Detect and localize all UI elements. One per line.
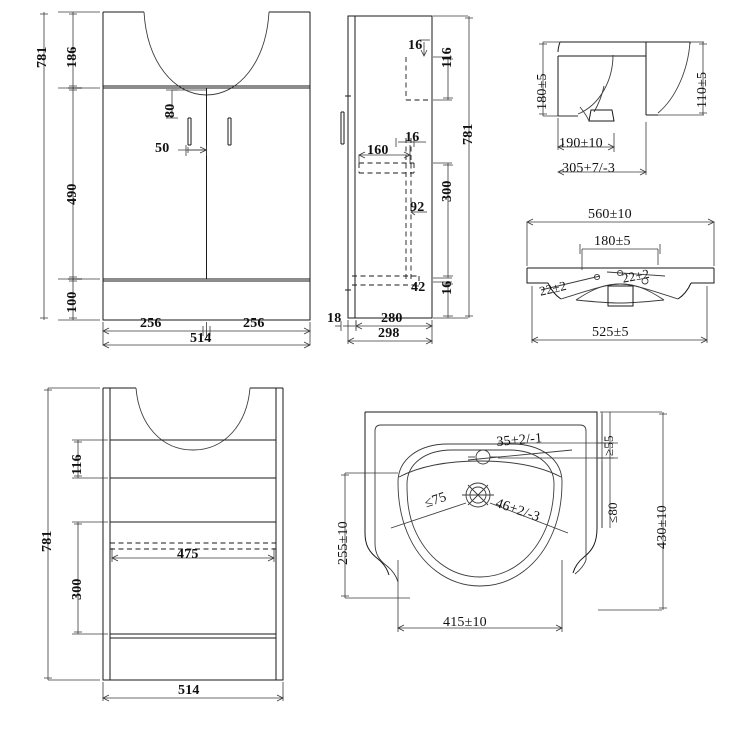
dim-rear-overall-height: 781: [40, 530, 55, 552]
dim-front-overall-width: 514: [190, 331, 212, 346]
dim-plan-overall-depth: 430±10: [655, 505, 670, 549]
dim-rear-upper-shelf-gap: 116: [70, 454, 85, 475]
dim-side-shelf-offset: 16: [405, 130, 420, 145]
dim-basin-front-width: 560±10: [588, 207, 632, 222]
dim-side-overall-height: 781: [461, 123, 476, 145]
dim-rear-min: ≥55: [601, 435, 616, 456]
dim-basin-left-height: 180±5: [535, 73, 550, 110]
dim-right-door-width: 256: [243, 316, 265, 331]
basin-side-section-dimensions: [539, 41, 707, 176]
front-elevation-geometry: [102, 11, 311, 321]
dim-handle-offset-side: 50: [155, 141, 170, 156]
dim-bowl-height: 255±10: [336, 521, 351, 565]
dim-basin-right-height: 110±5: [695, 71, 710, 108]
dim-door-thickness: 18: [327, 311, 342, 326]
dim-side-bottom-note: 42: [411, 280, 426, 295]
dim-side-top-gap: 16: [408, 38, 423, 53]
side-elevation-geometry: [340, 15, 433, 319]
dim-tap-hole-spacing: 180±5: [594, 234, 631, 249]
rear-elevation-dimensions: [44, 387, 284, 702]
dim-rear-max: ≤80: [605, 502, 620, 523]
dim-carcass-depth: 280: [381, 311, 403, 326]
dim-side-lower-section: 300: [440, 180, 455, 202]
dim-side-top-panel: 116: [440, 47, 455, 68]
basin-front-elevation-geometry: [526, 267, 715, 307]
dim-basin-body-width: 525±5: [592, 325, 629, 340]
side-elevation-dimensions: [335, 15, 473, 345]
rear-elevation-geometry: [102, 387, 284, 681]
dim-front-door-height: 490: [65, 183, 80, 205]
front-elevation-dimensions: [40, 11, 311, 349]
dim-basin-overall-depth: 305+7/-3: [562, 161, 616, 176]
dim-handle-offset-top: 80: [163, 103, 178, 118]
dim-front-overall-height: 781: [35, 46, 50, 68]
dim-rear-lower-section: 300: [70, 578, 85, 600]
dim-side-shelf-depth: 160: [367, 143, 389, 158]
basin-plan-dimensions: [341, 411, 667, 632]
dim-rear-overall-width: 514: [178, 683, 200, 698]
dim-bowl-width: 415±10: [443, 615, 487, 630]
dim-side-overall-depth: 298: [378, 326, 400, 341]
basin-plan-geometry: [364, 411, 598, 587]
basin-side-section-geometry: [557, 41, 691, 122]
dim-side-base-gap: 16: [440, 280, 455, 295]
dim-front-plinth-height: 100: [65, 291, 80, 313]
dim-shelf-width: 475: [177, 547, 199, 562]
dim-front-top-section: 186: [65, 46, 80, 68]
dim-side-shelf-drop: 92: [410, 200, 425, 215]
dim-basin-inner-depth: 190±10: [559, 136, 603, 151]
dim-left-door-width: 256: [140, 316, 162, 331]
basin-front-elevation-dimensions: [526, 218, 715, 344]
